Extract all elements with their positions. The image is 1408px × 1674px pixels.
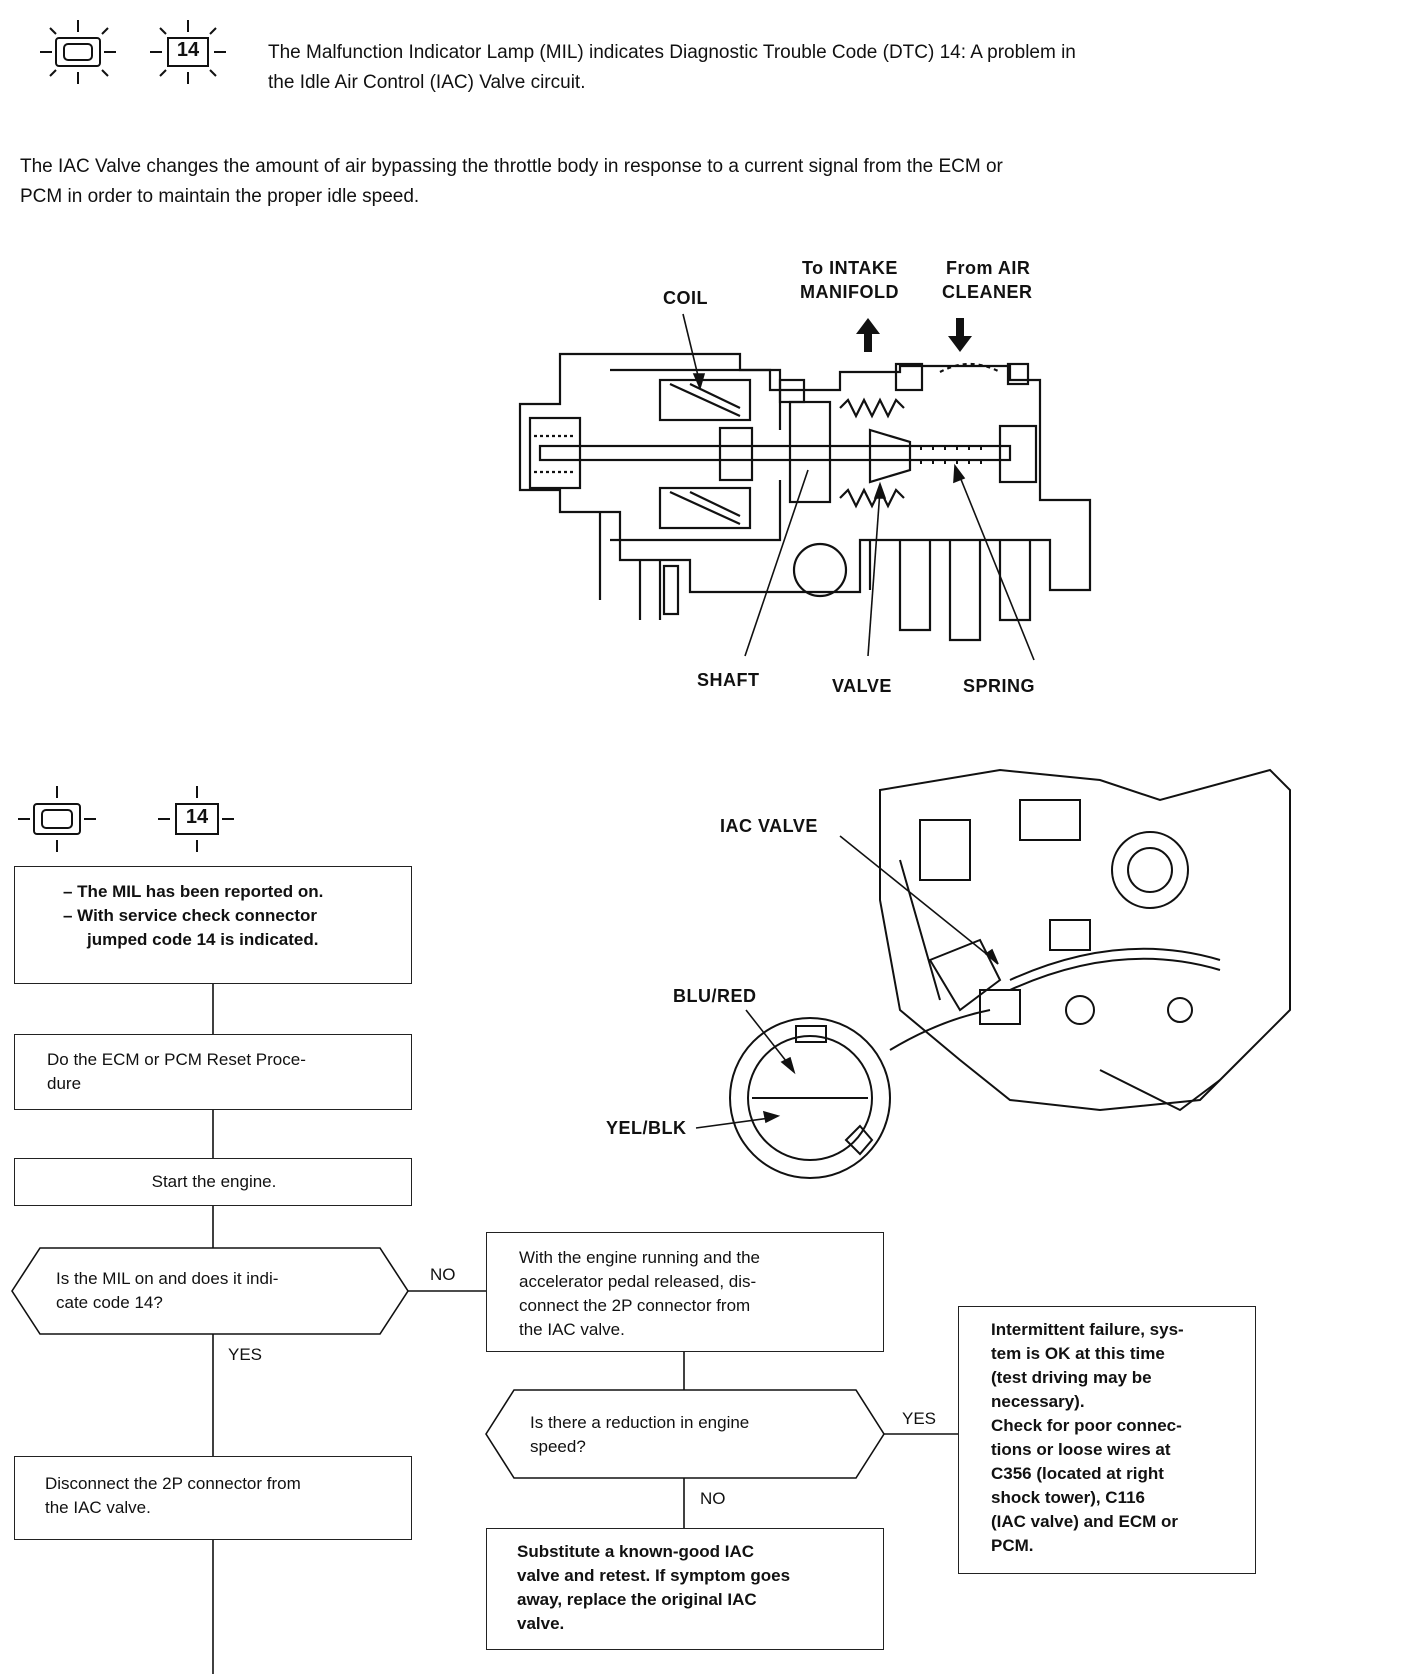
substitute-box: Substitute a known-good IAC valve and re…: [486, 1528, 884, 1650]
int-line10: PCM.: [991, 1536, 1034, 1555]
start-engine-text: Start the engine.: [151, 1172, 277, 1191]
code-14-icon: [150, 20, 226, 84]
q2-line1: Is there a reduction in engine: [530, 1413, 750, 1432]
run-line3: connect the 2P connector from: [519, 1296, 751, 1315]
from-air-label-1: From AIR: [946, 258, 1031, 278]
run-line1: With the engine running and the: [519, 1248, 761, 1267]
run-line2: accelerator pedal released, dis-: [519, 1272, 757, 1291]
sub-line1: Substitute a known-good IAC: [517, 1542, 755, 1561]
mil-lamp-icon: [40, 20, 116, 84]
intro-line1: The IAC Valve changes the amount of air …: [20, 156, 1003, 177]
sub-line4: valve.: [517, 1614, 565, 1633]
from-air-label-2: CLEANER: [942, 282, 1033, 302]
yel-blk-label: YEL/BLK: [606, 1118, 687, 1138]
reset-box: Do the ECM or PCM Reset Proce- dure: [14, 1034, 412, 1110]
disconnect-line1: Disconnect the 2P connector from: [45, 1474, 301, 1493]
start-line2: – With service check connector: [63, 906, 318, 925]
reset-line1: Do the ECM or PCM Reset Proce-: [47, 1050, 306, 1069]
int-line5: Check for poor connec-: [991, 1416, 1182, 1435]
int-line6: tions or loose wires at: [991, 1440, 1171, 1459]
int-line4: necessary).: [991, 1392, 1085, 1411]
engine-running-box: With the engine running and the accelera…: [486, 1232, 884, 1352]
int-line9: (IAC valve) and ECM or: [991, 1512, 1179, 1531]
q1-yes-label: YES: [228, 1345, 263, 1364]
reset-line2: dure: [47, 1074, 82, 1093]
q2-line2: speed?: [530, 1437, 586, 1456]
mil-lamp-icon-2: [18, 786, 96, 852]
blu-red-label: BLU/RED: [673, 986, 757, 1006]
header-code: 14: [176, 39, 200, 61]
disconnect-box: Disconnect the 2P connector from the IAC…: [14, 1456, 412, 1540]
run-line4: the IAC valve.: [519, 1320, 625, 1339]
spring-label: SPRING: [963, 676, 1036, 696]
to-intake-label-2: MANIFOLD: [800, 282, 899, 302]
from-air-arrow: [948, 318, 972, 352]
to-intake-label-1: To INTAKE: [802, 258, 898, 278]
int-line3: (test driving may be: [991, 1368, 1152, 1387]
start-box: – The MIL has been reported on. – With s…: [14, 866, 412, 984]
q2-yes-label: YES: [902, 1409, 937, 1428]
intro-line2: PCM in order to maintain the proper idle…: [20, 186, 420, 207]
code-14-icon-2: [158, 786, 234, 852]
int-line2: tem is OK at this time: [991, 1344, 1165, 1363]
iac-valve-label: IAC VALVE: [720, 816, 818, 836]
start-line3: jumped code 14 is indicated.: [87, 930, 319, 949]
q1-line2: cate code 14?: [56, 1293, 163, 1312]
sub-line3: away, replace the original IAC: [517, 1590, 757, 1609]
int-line8: shock tower), C116: [991, 1488, 1146, 1507]
flow-code: 14: [185, 806, 209, 828]
sub-line2: valve and retest. If symptom goes: [517, 1566, 791, 1585]
header-text-line1: The Malfunction Indicator Lamp (MIL) ind…: [268, 42, 1076, 63]
disconnect-line2: the IAC valve.: [45, 1498, 151, 1517]
start-line1: – The MIL has been reported on.: [63, 882, 324, 901]
intermittent-box: Intermittent failure, sys- tem is OK at …: [958, 1306, 1256, 1574]
shaft-label: SHAFT: [697, 670, 760, 690]
valve-label: VALVE: [832, 676, 892, 696]
to-intake-arrow: [856, 318, 880, 352]
header-text-line2: the Idle Air Control (IAC) Valve circuit…: [268, 72, 586, 93]
q2-no-label: NO: [700, 1489, 726, 1508]
int-line1: Intermittent failure, sys-: [991, 1320, 1184, 1339]
int-line7: C356 (located at right: [991, 1464, 1164, 1483]
start-engine-box: Start the engine.: [14, 1158, 412, 1206]
q1-no-label: NO: [430, 1265, 456, 1284]
q1-line1: Is the MIL on and does it indi-: [56, 1269, 279, 1288]
coil-label: COIL: [663, 288, 708, 308]
